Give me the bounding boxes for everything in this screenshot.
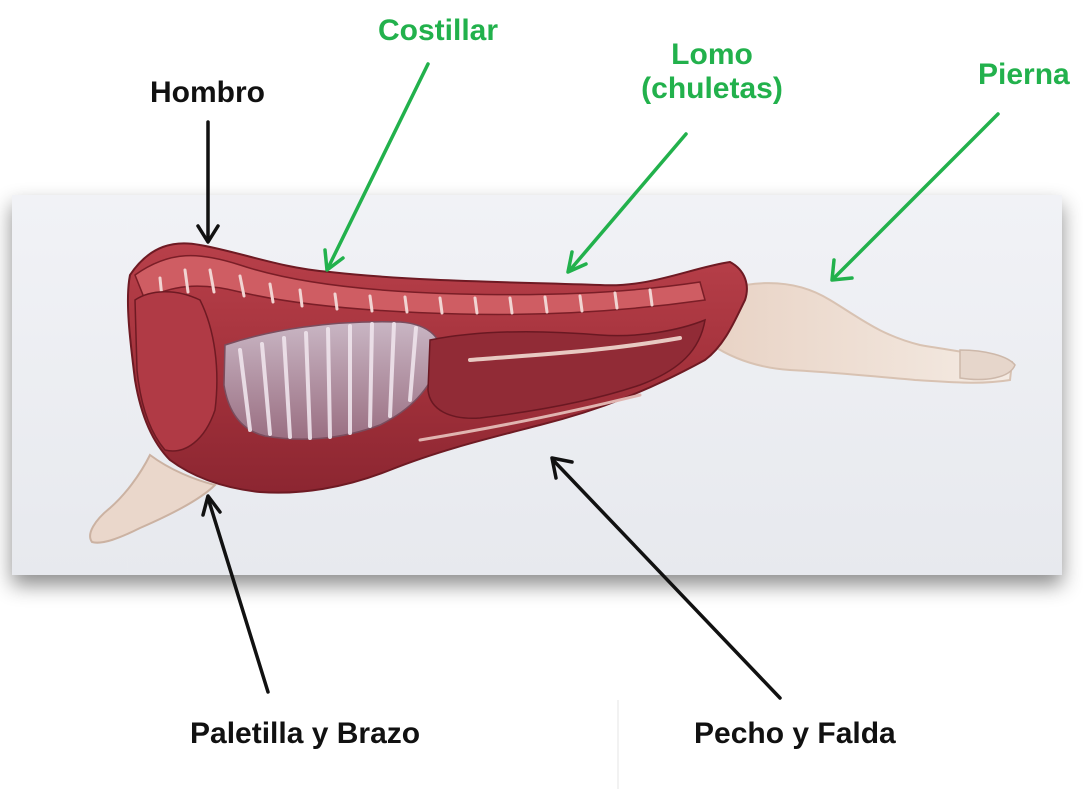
label-costillar: Costillar — [378, 14, 498, 48]
label-paletilla: Paletilla y Brazo — [190, 717, 420, 751]
label-lomo-line2: (chuletas) — [632, 72, 792, 106]
label-lomo: Lomo (chuletas) — [632, 38, 792, 106]
label-pecho: Pecho y Falda — [694, 717, 896, 751]
label-pierna: Pierna — [978, 58, 1070, 92]
label-lomo-line1: Lomo — [632, 38, 792, 72]
label-hombro: Hombro — [150, 76, 265, 110]
